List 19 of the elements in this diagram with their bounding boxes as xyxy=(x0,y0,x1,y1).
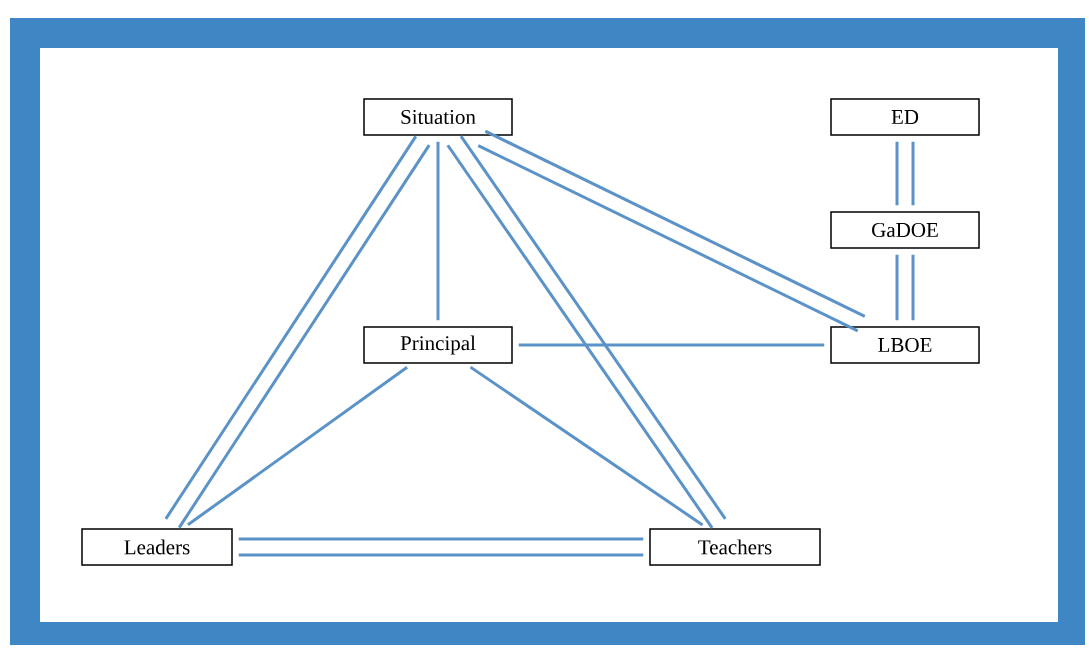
connector-line xyxy=(911,254,915,321)
label-box: Situation xyxy=(363,98,513,136)
connector-line xyxy=(238,537,644,541)
label-box: GaDOE xyxy=(830,211,980,249)
label-box: ED xyxy=(830,98,980,136)
connector-line xyxy=(484,129,866,318)
connector-line xyxy=(895,141,899,206)
label-box: Principal xyxy=(363,326,513,364)
connector-line xyxy=(436,141,440,321)
label-box: LBOE xyxy=(830,326,980,364)
connector-line xyxy=(895,254,899,321)
connector-line xyxy=(238,553,644,557)
connector-line xyxy=(518,343,825,347)
label-box: Teachers xyxy=(649,528,821,566)
connector-line xyxy=(477,144,859,333)
label-box: Leaders xyxy=(81,528,233,566)
connector-line xyxy=(911,141,915,206)
connector-line xyxy=(187,366,408,526)
connector-line xyxy=(469,365,704,527)
